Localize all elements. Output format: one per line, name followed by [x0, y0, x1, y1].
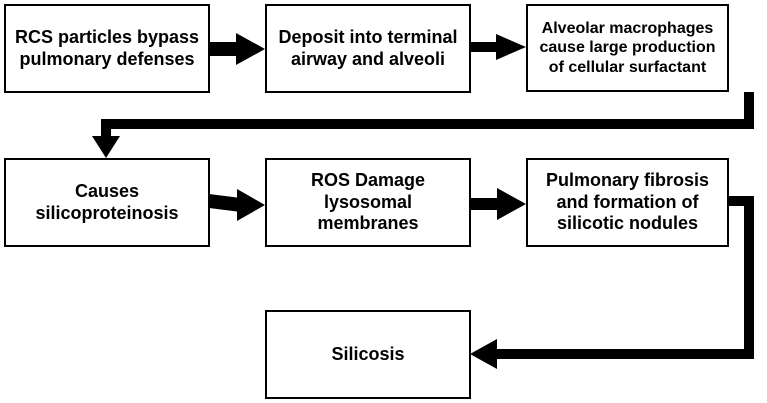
- flow-node-alveolar-macrophages: Alveolar macrophages cause large product…: [526, 4, 729, 92]
- arrow-n1-n2: [210, 33, 265, 65]
- arrow-n2-n3: [471, 34, 526, 60]
- flow-node-pulmonary-fibrosis: Pulmonary fibrosis and formation of sili…: [526, 158, 729, 247]
- arrow-n4-n5: [209, 189, 265, 221]
- flow-node-silicoproteinosis: Causes silicoproteinosis: [4, 158, 210, 247]
- flow-node-ros-damage: ROS Damage lysosomal membranes: [265, 158, 471, 247]
- flow-node-silicosis: Silicosis: [265, 310, 471, 399]
- arrow-n3-n4: [92, 92, 754, 158]
- arrow-n5-n6: [471, 188, 526, 220]
- flow-node-deposit: Deposit into terminal airway and alveoli: [265, 4, 471, 93]
- flow-node-rcs-particles: RCS particles bypass pulmonary defenses: [4, 4, 210, 93]
